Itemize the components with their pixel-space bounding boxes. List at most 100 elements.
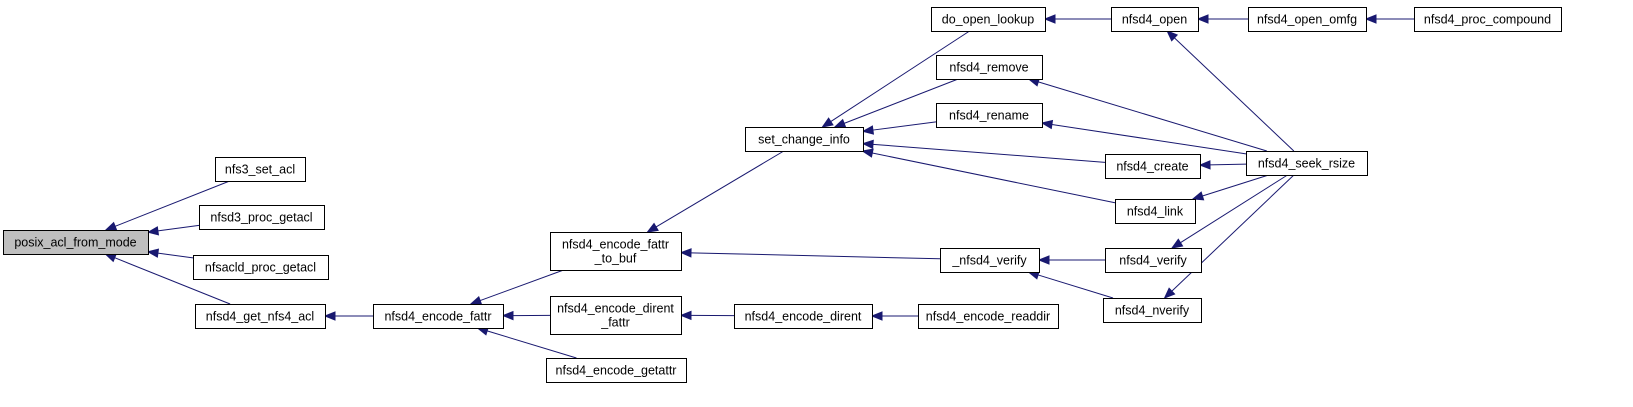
node-box — [550, 296, 682, 335]
edge-nfsd4-encode-readdir-to-nfsd4-encode-dirent — [870, 311, 918, 321]
edge-nfsd4-open-to-do-open-lookup — [1043, 14, 1111, 24]
nodes: posix_acl_from_mode nfs3_set_acl nfsd3_pro… — [3, 7, 1562, 383]
edge-line — [1038, 81, 1267, 152]
node-nfsd4-create[interactable]: nfsd4_create — [1105, 154, 1201, 179]
edge-line — [1051, 124, 1247, 155]
node-label: nfsd4_encode_dirent — [745, 309, 862, 323]
node-nfsd4-rename[interactable]: nfsd4_rename — [936, 103, 1043, 128]
node-nfsd4-verify[interactable]: nfsd4_verify — [1105, 248, 1202, 273]
node-nfs3-set-acl[interactable]: nfs3_set_acl — [215, 157, 306, 182]
edge-line — [1171, 174, 1295, 292]
node--nfsd4-verify[interactable]: _nfsd4_verify — [940, 248, 1040, 273]
edge-line — [1209, 163, 1247, 166]
arrowhead-icon — [833, 118, 847, 128]
arrowhead-icon — [1037, 255, 1050, 265]
edge-nfsd4-encode-fattr-to-buf-to-nfsd4-encode-fattr — [469, 269, 564, 305]
node-box — [193, 255, 329, 280]
node-label: nfsd4_encode_readdir — [926, 309, 1050, 323]
node-box — [215, 157, 306, 182]
node-nfsd4-open[interactable]: nfsd4_open — [1111, 7, 1199, 32]
node-box — [936, 55, 1043, 80]
node-box — [546, 358, 687, 383]
node-label: nfsd4_link — [1127, 204, 1184, 218]
node-nfsd4-nverify[interactable]: nfsd4_nverify — [1103, 298, 1202, 323]
node-label: nfsd4_nverify — [1115, 303, 1190, 317]
node-label: nfsd4_encode_dirent — [557, 301, 674, 315]
node-box — [1111, 7, 1199, 32]
node-label: do_open_lookup — [942, 12, 1034, 26]
edge-nfsd4-seek-rsize-to-nfsd4-remove — [1027, 77, 1267, 152]
node-label: nfsd4_create — [1116, 159, 1188, 173]
node-do-open-lookup[interactable]: do_open_lookup — [931, 7, 1046, 32]
edge-nfsacld-proc-getacl-to-posix-acl-from-mode — [146, 248, 194, 259]
edge-set-change-info-to-nfsd4-encode-fattr-to-buf — [646, 150, 785, 233]
node-box — [1414, 7, 1562, 32]
edge-nfsd4-encode-dirent-fattr-to-nfsd4-encode-fattr — [501, 310, 551, 321]
node-label: nfsacld_proc_getacl — [205, 260, 316, 274]
node-label: _nfsd4_verify — [951, 253, 1027, 267]
node-box — [745, 127, 864, 152]
arrowhead-icon — [679, 310, 692, 321]
node-label: nfsd4_open_omfg — [1257, 12, 1357, 26]
node-nfsd4-open-omfg[interactable]: nfsd4_open_omfg — [1248, 7, 1367, 32]
node-nfsd4-encode-fattr-to-buf[interactable]: nfsd4_encode_fattr_to_buf — [550, 232, 682, 271]
arrowhead-icon — [146, 248, 160, 258]
edge-nfsd4-seek-rsize-to-nfsd4-open — [1166, 30, 1295, 152]
arrowhead-icon — [1170, 238, 1184, 249]
node-box — [1115, 199, 1196, 224]
node-label: nfsd4_encode_fattr — [562, 237, 669, 251]
arrowhead-icon — [1364, 14, 1377, 24]
node-nfsd4-link[interactable]: nfsd4_link — [1115, 199, 1196, 224]
node-nfsd4-encode-dirent[interactable]: nfsd4_encode_dirent — [734, 304, 873, 329]
edge-line — [843, 78, 959, 124]
edge-line — [1202, 174, 1269, 197]
node-label: nfsd4_proc_compound — [1424, 12, 1551, 26]
node-nfsd4-encode-dirent-fattr[interactable]: nfsd4_encode_dirent_fattr — [550, 296, 682, 335]
node-posix-acl-from-mode[interactable]: posix_acl_from_mode — [3, 230, 149, 255]
arrowhead-icon — [104, 221, 118, 231]
edge-line — [872, 143, 1106, 163]
node-nfsd3-proc-getacl[interactable]: nfsd3_proc_getacl — [199, 205, 325, 230]
arrowhead-icon — [1166, 30, 1179, 42]
node-label: _to_buf — [594, 251, 637, 265]
node-set-change-info[interactable]: set_change_info — [745, 127, 864, 152]
node-nfsd4-remove[interactable]: nfsd4_remove — [936, 55, 1043, 80]
edge-nfsd4-rename-to-set-change-info — [861, 121, 937, 135]
edge-line — [1174, 37, 1295, 152]
node-label: nfsd4_rename — [949, 108, 1029, 122]
node-nfsd4-seek-rsize[interactable]: nfsd4_seek_rsize — [1246, 151, 1368, 176]
edge-line — [157, 252, 194, 259]
node-box — [3, 230, 149, 255]
arrowhead-icon — [146, 226, 160, 236]
node-label: posix_acl_from_mode — [14, 235, 136, 249]
arrowhead-icon — [870, 311, 883, 321]
edge-line — [655, 150, 785, 228]
arrowhead-icon — [1040, 119, 1054, 130]
edge-line — [690, 252, 941, 260]
node-nfsd4-encode-getattr[interactable]: nfsd4_encode_getattr — [546, 358, 687, 383]
node-nfsacld-proc-getacl[interactable]: nfsacld_proc_getacl — [193, 255, 329, 280]
node-label: nfsd4_encode_getattr — [556, 363, 677, 377]
arrowhead-icon — [1191, 191, 1205, 201]
node-nfsd4-encode-fattr[interactable]: nfsd4_encode_fattr — [373, 304, 504, 329]
node-box — [931, 7, 1046, 32]
node-nfsd4-proc-compound[interactable]: nfsd4_proc_compound — [1414, 7, 1562, 32]
node-box — [940, 248, 1040, 273]
edge-line — [1180, 174, 1288, 244]
node-box — [550, 232, 682, 271]
node-nfsd4-get-nfs4-acl[interactable]: nfsd4_get_nfs4_acl — [195, 304, 326, 329]
edge-line — [114, 257, 231, 305]
node-label: nfsd4_open — [1122, 12, 1187, 26]
arrowhead-icon — [861, 125, 875, 135]
edge-line — [872, 121, 937, 131]
node-box — [199, 205, 325, 230]
node-label: _fattr — [600, 315, 630, 329]
node-box — [195, 304, 326, 329]
edge-line — [872, 152, 1116, 204]
node-nfsd4-encode-readdir[interactable]: nfsd4_encode_readdir — [918, 304, 1059, 329]
arrowhead-icon — [104, 253, 117, 263]
arrowhead-icon — [861, 139, 874, 150]
node-box — [1246, 151, 1368, 176]
edge-line — [486, 330, 577, 359]
